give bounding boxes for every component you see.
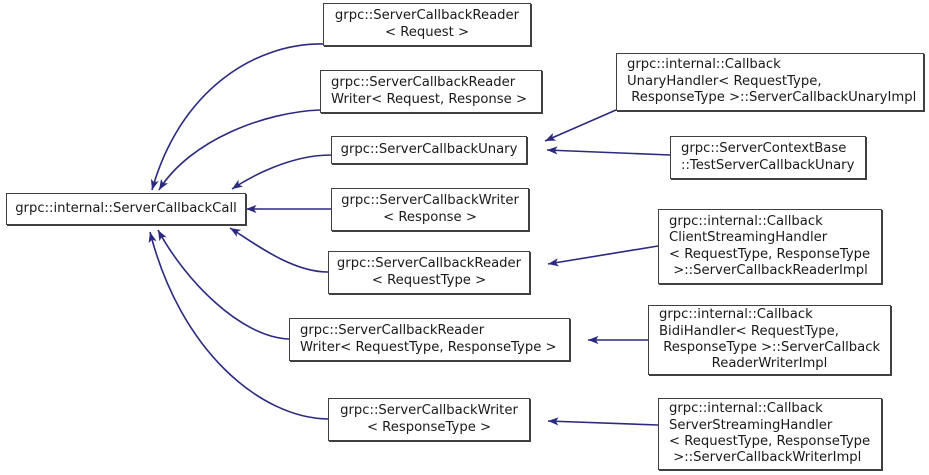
inheritance-edge-reader-requesttype-to-base <box>229 227 329 273</box>
class-node-label-line: ResponseType >::ServerCallback <box>659 340 881 355</box>
class-node-label-line: grpc::internal::Callback <box>659 307 813 323</box>
class-node-label-line: < RequestType, ResponseType <box>669 246 871 262</box>
class-node-label-line: Writer< RequestType, ResponseType > <box>300 339 557 355</box>
class-node-unary[interactable]: grpc::ServerCallbackUnary <box>331 136 527 164</box>
class-node-label-line: grpc::internal::Callback <box>627 57 781 73</box>
class-node-writer-responsetype[interactable]: grpc::ServerCallbackWriter< ResponseType… <box>328 398 530 441</box>
class-node-label-line: grpc::ServerCallbackWriter <box>341 193 519 209</box>
class-node-label-line: < Request > <box>384 24 470 40</box>
class-node-label-line: grpc::ServerCallbackReader <box>331 75 516 91</box>
class-node-label-line: grpc::ServerCallbackReader <box>336 256 522 272</box>
class-node-label-line: < RequestType > <box>371 272 487 288</box>
class-node-label-line: grpc::ServerCallbackReader <box>334 8 520 24</box>
class-node-label-line: grpc::internal::Callback <box>669 213 823 229</box>
inheritance-edge-reader-request-to-base <box>150 43 324 191</box>
class-node-label-line: < RequestType, ResponseType <box>669 434 871 449</box>
class-node-label-line: ResponseType >::ServerCallbackUnaryImpl <box>627 90 917 106</box>
inheritance-edge-readerwriter-requesttype-responsetype-to-base <box>157 229 290 340</box>
class-node-label-line: BidiHandler< RequestType, <box>659 323 839 339</box>
inheritance-edge-writer-impl-to-writer-responsetype <box>547 417 659 426</box>
class-node-label-line: grpc::ServerCallbackUnary <box>340 141 518 157</box>
class-node-label-line: grpc::ServerCallbackReader <box>300 323 485 339</box>
class-node-label-line: ReaderWriterImpl <box>711 356 828 372</box>
class-node-label-line: grpc::internal::Callback <box>669 401 823 417</box>
class-node-writer-response[interactable]: grpc::ServerCallbackWriter< Response > <box>331 188 529 231</box>
class-node-label-line: < ResponseType > <box>366 419 492 435</box>
class-node-test-server-callback-unary[interactable]: grpc::ServerContextBase::TestServerCallb… <box>670 136 866 179</box>
class-node-reader-request[interactable]: grpc::ServerCallbackReader< Request > <box>323 3 531 46</box>
class-node-label-line: >::ServerCallbackReaderImpl <box>669 262 868 278</box>
inheritance-edge-reader-impl-to-reader-requesttype <box>547 245 659 267</box>
class-node-label-line: < Response > <box>383 209 477 225</box>
class-node-label-line: grpc::internal::ServerCallbackCall <box>15 200 237 216</box>
class-node-label-line: ServerStreamingHandler <box>669 417 833 433</box>
class-node-label-line: ClientStreamingHandler <box>669 230 828 246</box>
class-node-label-line: Writer< Request, Response > <box>331 91 528 107</box>
inheritance-edge-readerwriter-request-response-to-base <box>158 109 321 191</box>
class-node-label-line: ::TestServerCallbackUnary <box>681 157 855 173</box>
inheritance-edge-unary-to-base <box>231 154 332 190</box>
class-node-label-line: grpc::ServerContextBase <box>681 141 847 157</box>
class-node-label-line: >::ServerCallbackWriterImpl <box>669 450 862 466</box>
class-node-reader-requesttype[interactable]: grpc::ServerCallbackReader< RequestType … <box>328 251 530 294</box>
class-node-base[interactable]: grpc::internal::ServerCallbackCall <box>6 193 246 225</box>
inheritance-edge-test-server-callback-unary-to-unary <box>546 146 671 156</box>
inheritance-edge-unary-impl-to-unary <box>544 109 617 142</box>
class-node-label-line: grpc::ServerCallbackWriter <box>340 403 518 419</box>
class-node-label-line: UnaryHandler< RequestType, <box>627 73 822 89</box>
